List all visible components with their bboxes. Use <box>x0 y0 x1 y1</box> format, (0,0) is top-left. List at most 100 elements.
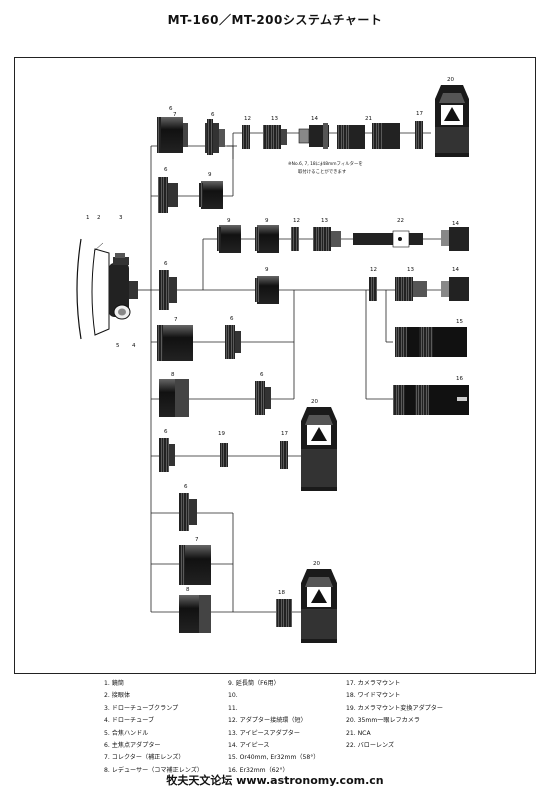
legend-item: 9. 延長筒（F6用） <box>228 680 280 687</box>
label-17-row1: 17 <box>416 111 423 117</box>
label-17-row2: 17 <box>281 431 288 437</box>
part-12-ring-main <box>369 277 377 301</box>
part-8-reducer-bottom <box>179 595 211 633</box>
part-21-nca-b <box>372 123 400 149</box>
legend-item: 4. ドローチューブ <box>104 717 155 725</box>
part-17-camera-mount-row1 <box>415 121 423 149</box>
label-13-branch: 13 <box>321 218 328 224</box>
forum-watermark: 牧夫天文论坛 www.astronomy.com.cn <box>166 774 384 787</box>
legend-item: 19. カメラマウント変換アダプター <box>346 704 443 712</box>
label-21: 21 <box>365 116 372 122</box>
label-15: 15 <box>456 319 463 325</box>
system-chart-diagram: 1 2 3 4 5 6 7 6 6 9 12 13 14 21 17 20 9 … <box>76 77 469 643</box>
part-18-wide-mount <box>276 599 292 627</box>
legend-item: 1. 鏡筒 <box>104 680 124 687</box>
label-3: 3 <box>119 215 123 221</box>
filter-note-line2: 取付けることができます <box>298 168 347 175</box>
filter-note-line1: ※No.6, 7, 18に∮48mmフィルターを <box>288 160 363 167</box>
label-5: 5 <box>116 343 120 349</box>
label-19: 19 <box>218 431 225 437</box>
label-9-branch-b: 9 <box>265 218 269 224</box>
legend-item: 2. 接眼体 <box>104 692 131 700</box>
label-4: 4 <box>132 343 136 349</box>
label-9-main: 9 <box>265 267 269 273</box>
label-6-top: 6 <box>169 106 173 112</box>
label-9-branch-a: 9 <box>227 218 231 224</box>
legend-item: 12. アダプター接続環（短） <box>228 717 307 725</box>
part-6-adapter-camera <box>159 438 175 472</box>
legend-column-3: 17. カメラマウント 18. ワイドマウント 19. カメラマウント変換アダプ… <box>346 678 516 752</box>
legend-item: 21. NCA <box>346 729 371 737</box>
part-9-extension-main <box>255 276 279 304</box>
label-2: 2 <box>97 215 101 221</box>
legend-item: 6. 主焦点アダプター <box>104 742 161 750</box>
label-18: 18 <box>278 590 285 596</box>
part-13-eyepiece-adapter-branch <box>313 227 341 251</box>
part-14-eyepiece-branch <box>441 227 469 251</box>
legend-item: 13. アイピースアダプター <box>228 729 300 737</box>
legend-item: 15. Or40mm, Er32mm（58°） <box>228 754 320 762</box>
connection-lines <box>138 132 461 613</box>
part-9-extension-row1 <box>199 181 223 209</box>
label-20-row1: 20 <box>447 77 454 83</box>
label-7-bottom: 7 <box>195 537 199 543</box>
legend-item: 7. コレクター（補正レンズ） <box>104 754 185 762</box>
telescope-focuser <box>76 238 138 340</box>
part-13-eyepiece-adapter-main <box>395 277 427 301</box>
legend-item: 16. Er32mm（62°） <box>228 766 289 774</box>
label-13-main: 13 <box>407 267 414 273</box>
legend-column-1: 1. 鏡筒 2. 接眼体 3. ドローチューブクランプ 4. ドローチューブ 5… <box>104 678 234 777</box>
part-6-adapter-lower <box>255 381 271 415</box>
part-9-extension-branch-b <box>255 225 279 253</box>
label-6-top-b: 6 <box>211 112 215 118</box>
part-14-eyepiece-row1 <box>298 123 329 149</box>
label-20-row3: 20 <box>313 561 320 567</box>
part-6-adapter-upper <box>205 119 225 155</box>
part-8-reducer <box>159 379 189 417</box>
label-14-row1: 14 <box>311 116 318 122</box>
legend-item: 5. 合焦ハンドル <box>104 729 149 737</box>
part-6-adapter-mid <box>225 325 241 359</box>
label-8: 8 <box>171 372 175 378</box>
legend-item: 22. バローレンズ <box>346 742 395 750</box>
label-7-top: 7 <box>173 112 177 118</box>
label-6-mid: 6 <box>230 316 234 322</box>
part-6-adapter-main <box>159 270 177 310</box>
page-title: MT-160／MT-200システムチャート <box>167 13 383 27</box>
part-12-ring-branch <box>291 227 299 251</box>
part-20-camera-row3 <box>301 569 337 643</box>
label-1: 1 <box>86 215 90 221</box>
label-6-lower: 6 <box>260 372 264 378</box>
system-chart-frame: 1 2 3 4 5 6 7 6 6 9 12 13 14 21 17 20 9 … <box>14 57 536 674</box>
part-21-nca <box>337 125 365 149</box>
part-16-eyepiece-32mm <box>393 385 469 415</box>
part-17-camera-mount-row2 <box>280 441 288 469</box>
legend-item: 3. ドローチューブクランプ <box>104 704 179 712</box>
legend-item: 14. アイピース <box>228 742 270 750</box>
part-7-collector-upper <box>157 117 188 153</box>
part-9-extension-branch-a <box>217 225 241 253</box>
part-6-adapter-bottom <box>179 493 197 531</box>
label-9-row1: 9 <box>208 172 212 178</box>
part-15-eyepiece-40mm <box>395 327 467 357</box>
part-13-eyepiece-adapter-row1 <box>263 125 287 149</box>
label-6-camera: 6 <box>164 429 168 435</box>
legend-item: 8. レデューサー（コマ補正レンズ） <box>104 766 203 774</box>
label-12-row1: 12 <box>244 116 251 122</box>
part-12-ring-row1 <box>242 125 250 149</box>
part-6-adapter-row1b <box>158 177 178 213</box>
label-6-bottom: 6 <box>184 484 188 490</box>
part-20-camera-row2 <box>301 407 337 491</box>
label-12-main: 12 <box>370 267 377 273</box>
label-6-main: 6 <box>164 261 168 267</box>
legend-item: 10. <box>228 692 238 700</box>
label-14-branch: 14 <box>452 221 459 227</box>
label-8-bottom: 8 <box>186 587 190 593</box>
part-7-collector-bottom <box>179 545 211 585</box>
part-22-barlow-lens <box>353 230 423 248</box>
label-13-row1: 13 <box>271 116 278 122</box>
label-16: 16 <box>456 376 463 382</box>
part-7-collector-mid <box>157 325 193 361</box>
legend-item: 18. ワイドマウント <box>346 692 401 700</box>
label-20-row2: 20 <box>311 399 318 405</box>
